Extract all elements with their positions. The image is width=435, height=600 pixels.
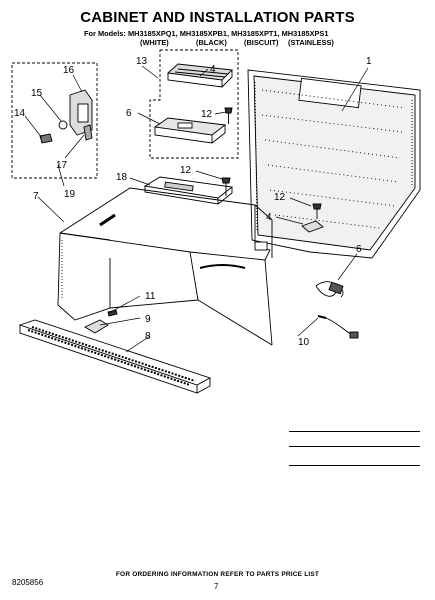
note-line xyxy=(289,465,420,466)
callout-17: 17 xyxy=(56,160,68,171)
callout-3: 4 xyxy=(210,64,216,75)
charcoal-filter-bracket xyxy=(84,309,118,334)
spring-screw xyxy=(83,124,93,141)
color-label: (WHITE) xyxy=(140,38,169,47)
mounting-plate xyxy=(143,176,234,205)
callout-8: 8 xyxy=(145,331,151,342)
callout-12: 12 xyxy=(201,109,213,120)
models-prefix: For Models: xyxy=(84,29,126,38)
thermistor-harness xyxy=(317,315,359,339)
model-number: MH3185XPS1 xyxy=(281,29,329,38)
color-label: (STAINLESS) xyxy=(288,38,334,47)
model-number: MH3185XPB1, xyxy=(179,29,230,38)
callout-6: 6 xyxy=(356,244,362,255)
front-panel xyxy=(247,69,421,259)
callout-1: 1 xyxy=(366,56,372,67)
callout-7: 7 xyxy=(33,191,39,202)
wire-harness-switch xyxy=(315,281,344,298)
callout-18: 18 xyxy=(116,172,128,183)
page-title: CABINET AND INSTALLATION PARTS xyxy=(80,9,355,26)
page-number: 7 xyxy=(214,582,219,591)
note-line xyxy=(289,431,420,432)
model-list: For Models: MH3185XPQ1, MH3185XPB1, MH31… xyxy=(84,29,328,38)
callout-5: 6 xyxy=(126,108,132,119)
mounting-clip xyxy=(301,220,324,233)
vent-tray xyxy=(153,117,227,144)
model-number: MH3185XPT1, xyxy=(231,29,280,38)
bolt xyxy=(39,133,53,144)
callout-9: 9 xyxy=(145,314,151,325)
callout-4: 4 xyxy=(266,212,272,223)
leader-lines xyxy=(24,65,369,353)
callout-11: 11 xyxy=(145,291,156,302)
callout-15: 15 xyxy=(31,88,43,99)
screw xyxy=(312,203,322,219)
callout-12: 12 xyxy=(180,165,192,176)
vent-group-box xyxy=(149,49,239,159)
hinge-bracket xyxy=(69,89,93,136)
model-number: MH3185XPQ1, xyxy=(127,29,178,38)
document-number: 8205856 xyxy=(12,578,44,587)
top-vent-grille xyxy=(166,63,233,88)
callout-19: 19 xyxy=(64,189,76,200)
screw xyxy=(221,177,231,196)
callout-10: 10 xyxy=(298,337,310,348)
color-label: (BLACK) xyxy=(196,38,227,47)
callout-16: 16 xyxy=(63,65,75,76)
bottom-vent-grille xyxy=(18,319,212,394)
color-label: (BISCUIT) xyxy=(244,38,279,47)
callout-13: 13 xyxy=(136,56,148,67)
washer xyxy=(58,120,68,130)
callout-14: 14 xyxy=(14,108,26,119)
cabinet-shell xyxy=(57,187,273,346)
note-line xyxy=(289,446,420,447)
ordering-note: FOR ORDERING INFORMATION REFER TO PARTS … xyxy=(115,571,320,578)
bracket-group-box xyxy=(11,62,98,179)
screw xyxy=(224,107,233,124)
callout-12: 12 xyxy=(274,192,286,203)
